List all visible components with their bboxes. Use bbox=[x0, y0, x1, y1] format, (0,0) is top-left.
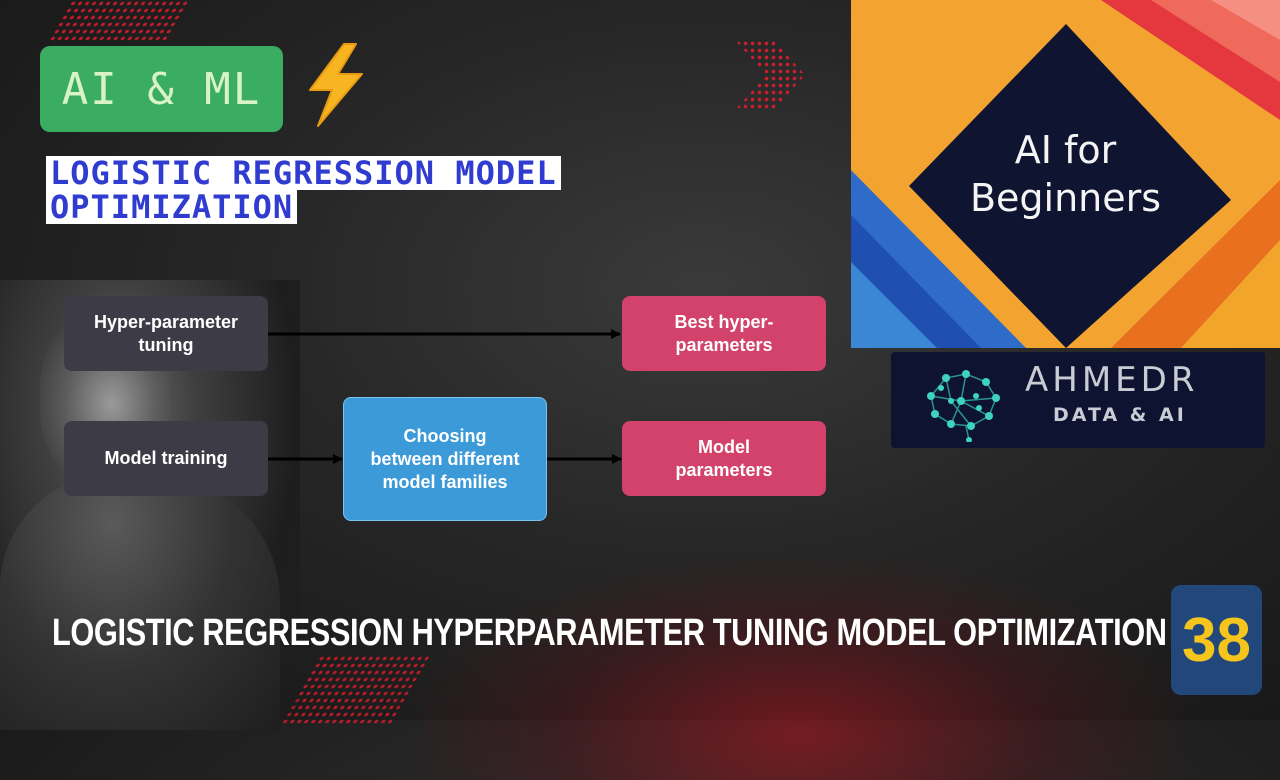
choosing-model-families-box: Choosing between different model familie… bbox=[343, 397, 547, 521]
model-training-box: Model training bbox=[64, 421, 268, 496]
book-title-line-2: Beginners bbox=[969, 176, 1162, 220]
presenter-body bbox=[0, 470, 280, 730]
topic-badge: AI & ML bbox=[40, 46, 283, 132]
book-cover-art bbox=[851, 0, 1280, 348]
model-training-label: Model training bbox=[104, 448, 228, 468]
decorative-dots-top bbox=[48, 0, 192, 40]
video-title: LOGISTIC REGRESSION HYPERPARAMETER TUNIN… bbox=[52, 612, 1167, 654]
best-hyper-parameters-label: Best hyper-parameters bbox=[674, 311, 774, 355]
episode-number: 38 bbox=[1171, 585, 1262, 695]
subtitle-line-2: OPTIMIZATION bbox=[46, 190, 298, 224]
subtitle-line-1: LOGISTIC REGRESSION MODEL bbox=[46, 156, 561, 190]
brain-network-icon bbox=[927, 370, 1000, 442]
book-title-line-1: AI for bbox=[1014, 128, 1117, 172]
book-cover: AI for Beginners bbox=[851, 0, 1280, 348]
hyper-parameter-tuning-box: Hyper-parameter tuning bbox=[64, 296, 268, 371]
video-subtitle: LOGISTIC REGRESSION MODEL OPTIMIZATION bbox=[46, 156, 561, 224]
hyper-parameter-tuning-label: Hyper-parameter tuning bbox=[93, 311, 239, 355]
channel-tagline: DATA & AI bbox=[1053, 404, 1187, 426]
episode-number-label: 38 bbox=[1182, 605, 1251, 675]
topic-badge-label: AI & ML bbox=[61, 63, 262, 115]
book-title: AI for Beginners bbox=[851, 0, 1280, 348]
lightning-bolt-icon bbox=[309, 43, 363, 127]
model-parameters-label: Model parameters bbox=[675, 436, 773, 480]
choosing-model-families-label: Choosing between different model familie… bbox=[370, 425, 520, 492]
model-parameters-box: Model parameters bbox=[622, 421, 826, 496]
channel-brand: AHMEDR bbox=[1025, 360, 1199, 400]
decorative-dots-bottom bbox=[279, 655, 431, 725]
background-glow bbox=[420, 560, 1180, 780]
channel-logo: AHMEDR DATA & AI bbox=[891, 352, 1265, 448]
decorative-dot-arrow bbox=[735, 40, 805, 110]
best-hyper-parameters-box: Best hyper-parameters bbox=[622, 296, 826, 371]
